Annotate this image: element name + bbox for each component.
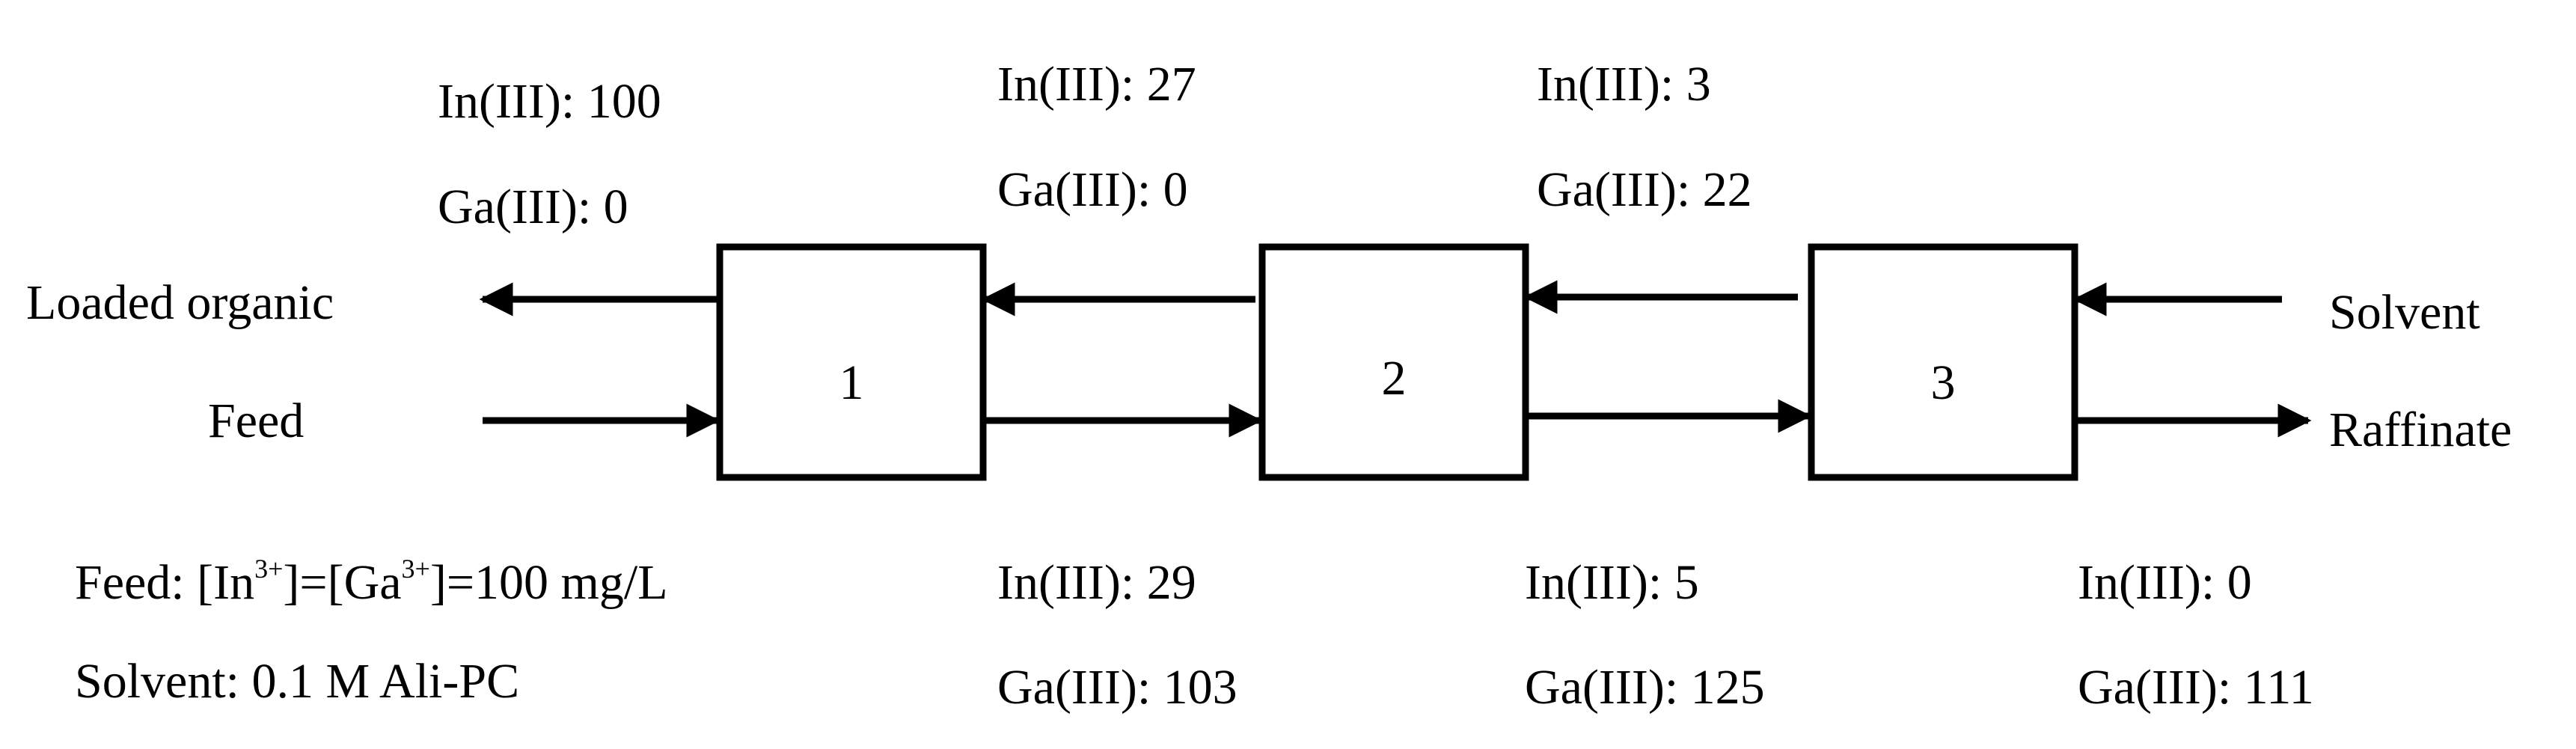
- aqueous-ga-3: Ga(III): 111: [2078, 660, 2314, 715]
- aqueous-in-2: In(III): 5: [1525, 555, 1699, 610]
- organic-in-3: In(III): 3: [1537, 57, 1711, 111]
- feed-condition-suffix: ]=100 mg/L: [429, 555, 668, 610]
- organic-ga-3: Ga(III): 22: [1537, 162, 1752, 217]
- feed-condition: Feed: [In3+]=[Ga3+]=100 mg/L: [75, 555, 668, 610]
- stage-box-2: [1258, 243, 1529, 481]
- organic-ga-1: Ga(III): 0: [438, 180, 628, 234]
- raffinate-label: Raffinate: [2329, 403, 2512, 457]
- stage-box-3: [1808, 243, 2078, 481]
- solvent-condition: Solvent: 0.1 M Ali-PC: [75, 654, 520, 709]
- aqueous-in-3: In(III): 0: [2078, 555, 2252, 610]
- organic-in-1: In(III): 100: [438, 74, 661, 129]
- organic-ga-2: Ga(III): 0: [997, 162, 1188, 217]
- loaded-organic-label: Loaded organic: [26, 275, 334, 330]
- feed-condition-charge-2: 3+: [401, 554, 430, 584]
- solvent-label: Solvent: [2329, 285, 2480, 340]
- feed-condition-charge-1: 3+: [254, 554, 284, 584]
- feed-condition-mid: ]=[Ga: [283, 555, 402, 610]
- stage-label-2: 2: [1381, 351, 1407, 406]
- feed-condition-prefix: Feed: [In: [75, 555, 255, 610]
- aqueous-ga-1: Ga(III): 103: [997, 660, 1237, 715]
- stage-label-3: 3: [1930, 355, 1956, 410]
- feed-label: Feed: [208, 394, 305, 448]
- aqueous-in-1: In(III): 29: [997, 555, 1196, 610]
- stage-box-1: [716, 243, 987, 481]
- aqueous-ga-2: Ga(III): 125: [1525, 660, 1765, 715]
- stage-label-1: 1: [839, 355, 864, 410]
- organic-in-2: In(III): 27: [997, 57, 1196, 111]
